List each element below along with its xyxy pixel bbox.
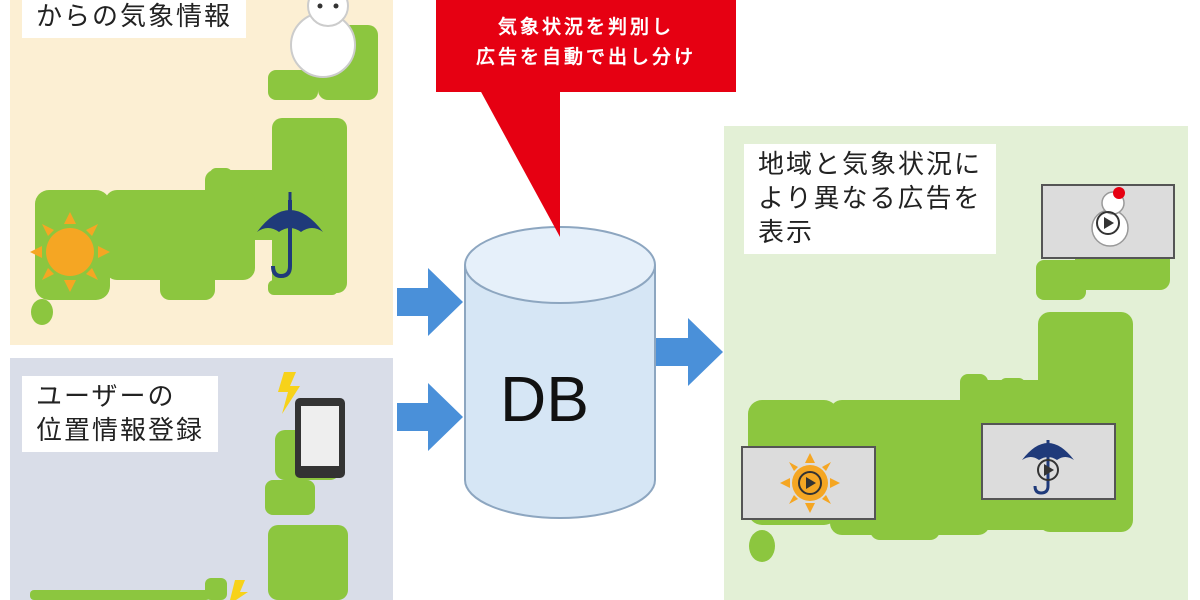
database-cylinder (464, 226, 656, 519)
arrow-weather-to-db (397, 268, 463, 336)
smartphone-icon (295, 398, 345, 478)
ad-display-label: 地域と気象状況に より異なる広告を 表示 (744, 144, 997, 254)
video-sun-icon (741, 446, 876, 520)
weather-source-panel (10, 0, 393, 345)
arrow-location-to-db (397, 383, 463, 451)
weather-source-label: からの気象情報 (22, 0, 247, 38)
lightning-icon (230, 372, 300, 600)
video-snowman-icon (1041, 184, 1175, 259)
video-umbrella-icon (981, 423, 1116, 500)
callout-text: 気象状況を判別し 広告を自動で出し分け (475, 16, 696, 68)
callout-bubble (436, 0, 736, 237)
user-location-label: ユーザーの 位置情報登録 (22, 376, 219, 452)
sun-icon (30, 212, 110, 292)
umbrella-icon (257, 192, 323, 279)
arrow-db-to-ads (653, 318, 723, 386)
arrows (397, 268, 723, 451)
database-label: DB (500, 363, 589, 435)
snowman-icon (290, 0, 356, 78)
